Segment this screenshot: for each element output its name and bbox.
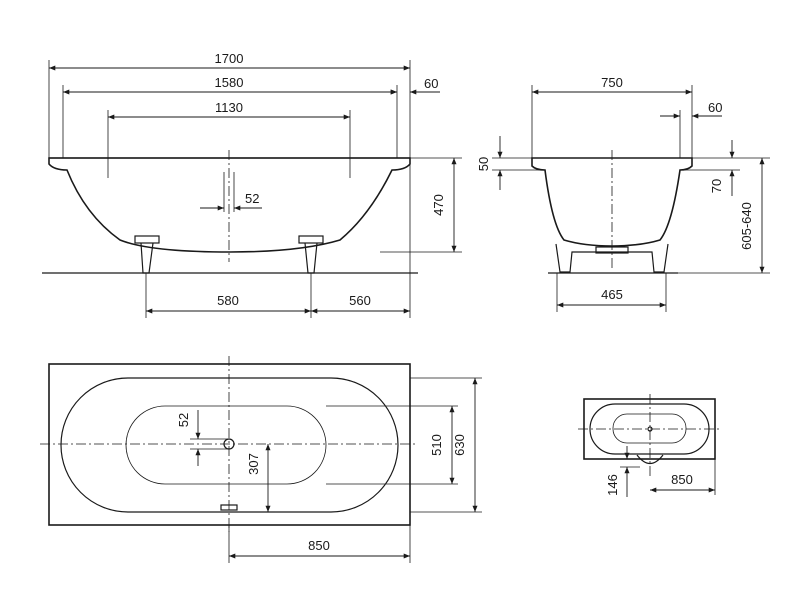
- dimension-total-width: 630: [452, 434, 467, 456]
- tub-end-foot-left: [555, 243, 580, 273]
- dimension-foot-spacing: 465: [601, 287, 623, 302]
- end-view: 750 60 50 70 605-640: [476, 75, 770, 312]
- dimension-rim-width: 60: [708, 100, 722, 115]
- dimension-rim-height: 50: [476, 157, 491, 171]
- dimension-drain-offset: 307: [246, 453, 261, 475]
- dimension-small-offset: 146: [605, 474, 620, 496]
- dimension-bottom-length: 1130: [215, 100, 243, 115]
- dimension-drain-size: 52: [245, 191, 259, 206]
- dimension-overall-height: 605-640: [739, 202, 754, 250]
- tub-foot-right: [298, 235, 324, 274]
- overflow-icon: [220, 504, 238, 511]
- side-view: 1700 1580 1130 60 52: [42, 51, 462, 318]
- dimension-drain-size: 52: [176, 413, 191, 427]
- tub-side-outline: [48, 157, 411, 253]
- small-top-view: 146 850: [578, 394, 721, 497]
- dimension-small-distance: 850: [671, 472, 693, 487]
- dimension-height: 470: [431, 194, 446, 216]
- dimension-foot-spacing: 580: [217, 293, 239, 308]
- top-view: 52 307 510 630 850: [40, 356, 482, 563]
- dimension-rim-depth: 70: [709, 179, 724, 193]
- tub-end-foot-right: [644, 243, 669, 273]
- dimension-total-length: 1700: [215, 51, 244, 66]
- dimension-inner-length: 1580: [215, 75, 244, 90]
- dimension-drain-distance: 850: [308, 538, 330, 553]
- dimension-inner-width: 510: [429, 434, 444, 456]
- tub-top-frame: [48, 363, 411, 526]
- dimension-rim-width: 60: [424, 76, 438, 91]
- small-drain-icon: [647, 426, 653, 432]
- dimension-foot-offset: 560: [349, 293, 371, 308]
- dimension-total-width: 750: [601, 75, 623, 90]
- tub-top-bottom-area: [125, 405, 327, 485]
- small-overflow-icon: [636, 454, 664, 465]
- tub-foot-left: [134, 235, 160, 274]
- tub-top-basin: [60, 377, 399, 513]
